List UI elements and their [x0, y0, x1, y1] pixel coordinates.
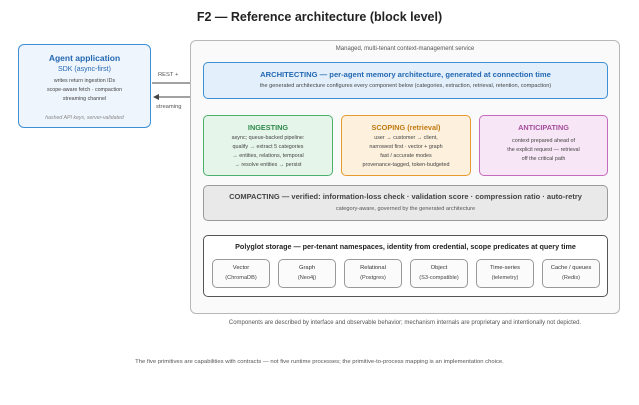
architecting-subtitle: the generated architecture configures ev… — [259, 83, 552, 89]
compacting-subtitle: category-aware, governed by the generate… — [335, 206, 476, 212]
store-object: Object (S3-compatible) — [410, 259, 468, 288]
ingesting-line: qualify → extract 5 categories — [232, 144, 304, 150]
store-vector: Vector (ChromaDB) — [212, 259, 270, 288]
store-name: Cache / queues — [550, 265, 592, 271]
service-label: Managed, multi-tenant context-management… — [335, 46, 475, 52]
scoping-line: fast / accurate modes — [380, 153, 432, 159]
store-tech: (ChromaDB) — [225, 275, 257, 281]
streaming-label: streaming — [156, 104, 182, 110]
storage-title: Polyglot storage — per-tenant namespaces… — [235, 242, 576, 251]
agent-footer: hashed API keys, server-validated — [45, 115, 124, 121]
anticipating-title: ANTICIPATING — [518, 123, 569, 132]
agent-title: Agent application — [48, 53, 121, 63]
ingesting-title: INGESTING — [247, 123, 289, 132]
scoping-line: narrowest first · vector + graph — [369, 144, 443, 150]
scoping-title: SCOPING (retrieval) — [371, 123, 441, 132]
architecting-box — [203, 62, 608, 99]
agent-line: scope-aware fetch · compaction — [46, 87, 123, 93]
store-name: Time-series — [489, 265, 521, 271]
store-graph: Graph (Neo4j) — [278, 259, 336, 288]
rest-label: REST + — [158, 72, 179, 78]
store-time-series: Time-series (telemetry) — [476, 259, 534, 288]
architecting-title: ARCHITECTING — per-agent memory architec… — [260, 70, 551, 79]
ingesting-box: INGESTING async; queue-backed pipeline: … — [203, 115, 333, 176]
store-cache-queues: Cache / queues (Redis) — [542, 259, 600, 288]
store-tech: (S3-compatible) — [419, 275, 459, 281]
primitives-note: The five primitives are capabilities wit… — [135, 359, 504, 365]
scoping-line: provenance-tagged, token-budgeted — [362, 162, 450, 168]
store-name: Object — [430, 265, 448, 271]
store-tech: (Neo4j) — [297, 275, 317, 281]
ingesting-line: async; queue-backed pipeline: — [231, 135, 305, 141]
agent-line: streaming channel — [62, 96, 107, 102]
storage-box — [203, 235, 608, 297]
store-tech: (Postgres) — [360, 275, 386, 281]
store-name: Vector — [232, 265, 250, 271]
components-note: Components are described by interface an… — [228, 320, 582, 326]
scoping-box: SCOPING (retrieval) user → customer → cl… — [341, 115, 471, 176]
figure-title: F2 — Reference architecture (block level… — [196, 10, 443, 24]
scoping-line: user → customer → client, — [374, 135, 438, 141]
anticipating-line: off the critical path — [521, 156, 566, 162]
ingesting-line: → entities, relations, temporal — [232, 153, 304, 159]
store-name: Graph — [298, 265, 316, 271]
ingesting-line: → resolve entities → persist — [234, 162, 302, 168]
anticipating-line: the explicit request — retrieval — [507, 147, 580, 153]
store-relational: Relational (Postgres) — [344, 259, 402, 288]
store-tech: (telemetry) — [491, 275, 519, 281]
anticipating-line: context prepared ahead of — [512, 138, 575, 144]
agent-sdk: SDK (async-first) — [58, 66, 111, 73]
compacting-box — [203, 185, 608, 221]
agent-line: writes return ingestion IDs — [53, 78, 116, 84]
store-name: Relational — [360, 265, 386, 271]
agent-application-box: Agent application SDK (async-first) writ… — [18, 44, 151, 128]
anticipating-box: ANTICIPATING context prepared ahead of t… — [479, 115, 608, 176]
store-tech: (Redis) — [561, 275, 581, 281]
compacting-title: COMPACTING — verified: information-loss … — [229, 192, 582, 201]
